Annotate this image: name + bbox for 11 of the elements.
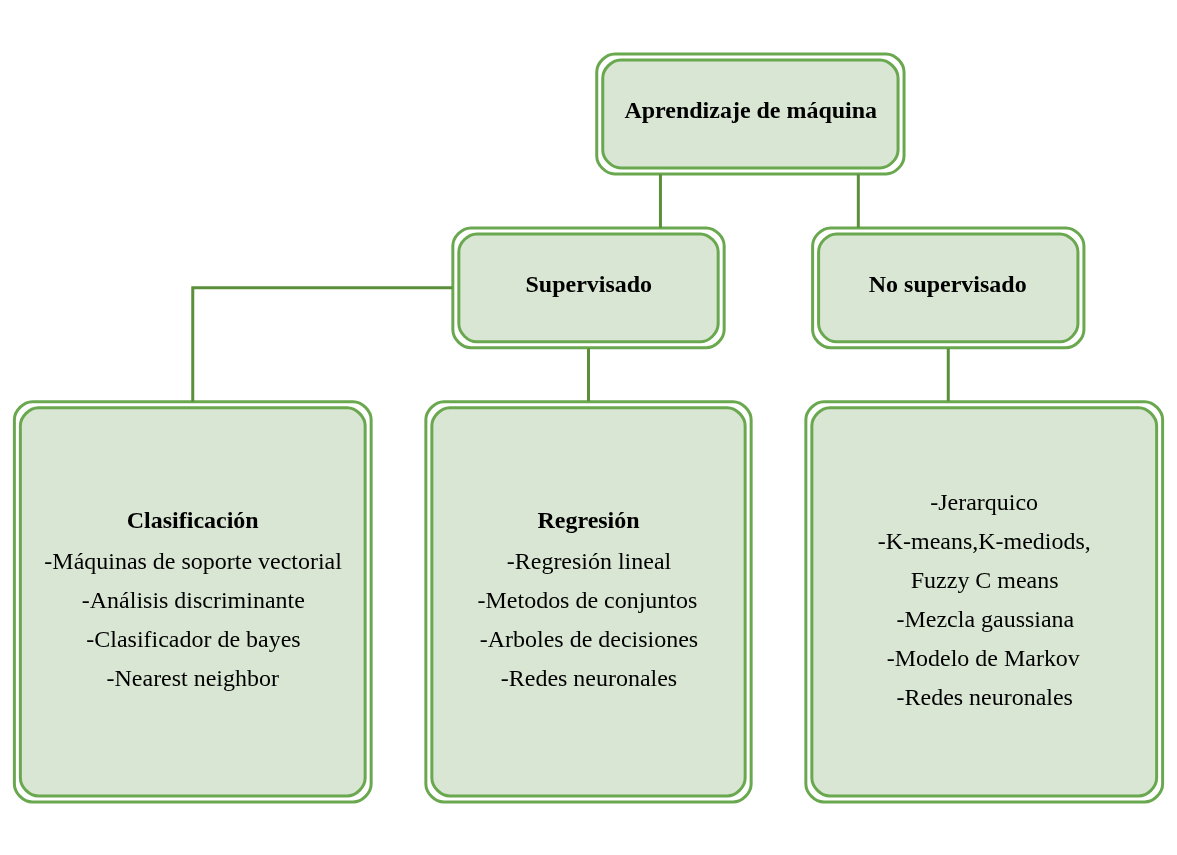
node-box: Supervisado [451, 225, 726, 349]
connector [946, 347, 950, 401]
connector [191, 285, 453, 402]
node-box: Aprendizaje de máquina [595, 52, 906, 175]
node-box: Clasificación -Máquinas de soporte vectorial -Análisis discriminante -Clasificador de bayes -Nearest neighbor [12, 399, 373, 803]
connector [658, 173, 662, 228]
connector [587, 347, 590, 401]
node-box: Regresión -Regresión lineal -Metodos de conjuntos -Arboles de decisiones -Redes neuronales [424, 399, 753, 803]
connector [856, 173, 860, 228]
node-box: -Jerarquico -K-means,K-mediods, Fuzzy C means -Mezcla gaussiana -Modelo de Markov -Redes neuronales [804, 399, 1165, 803]
node-box: No supervisado [811, 225, 1086, 349]
